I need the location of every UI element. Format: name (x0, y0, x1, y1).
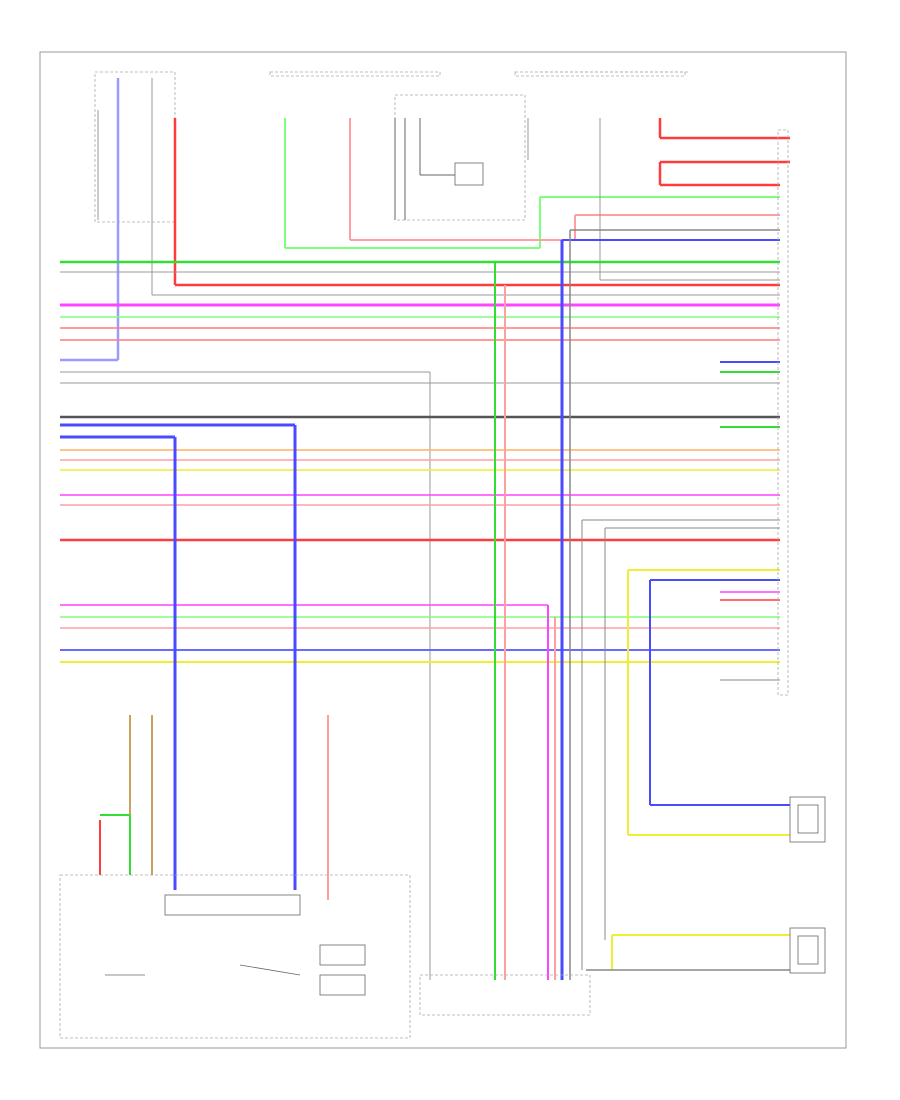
top-connector-groups (94, 71, 690, 223)
diagram-frame (39, 51, 847, 1049)
horizontal-harness-wires (60, 260, 780, 980)
body-control-module (777, 129, 789, 696)
combination-meter (59, 874, 411, 1039)
top-feed-wires (284, 118, 790, 281)
left-switch-wires (60, 78, 780, 362)
power-control-module (419, 974, 591, 1016)
lower-left-stubs (99, 715, 329, 900)
front-speaker-left (789, 927, 826, 974)
front-speaker-right (789, 796, 826, 843)
vertical-trunk-wires (173, 229, 790, 980)
relay-symbol (454, 162, 484, 186)
